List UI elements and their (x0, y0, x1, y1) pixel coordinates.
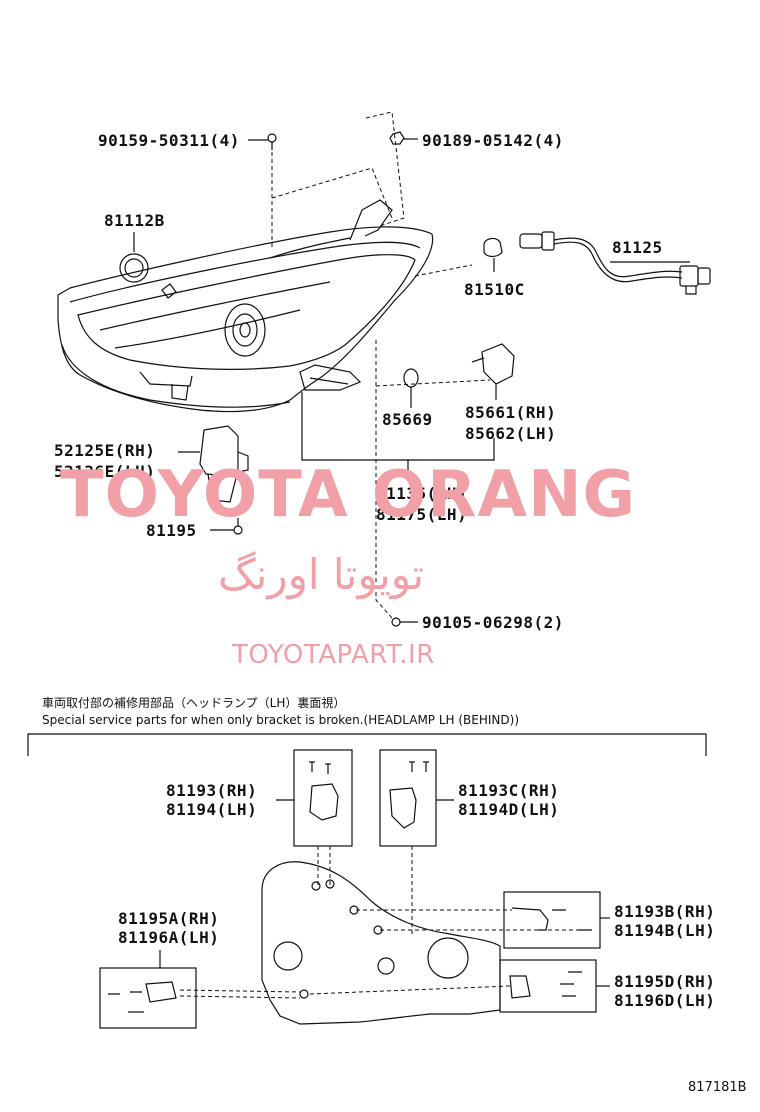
screw-icon (391, 617, 418, 627)
bracket-kit-box (276, 749, 353, 847)
bracket-kit-box (379, 749, 454, 847)
part-label-81196a: 81196A(LH) (118, 928, 220, 947)
part-label-81196d: 81196D(LH) (614, 991, 716, 1010)
leveling-actuator-icon (471, 343, 515, 400)
part-label-81194: 81194(LH) (166, 800, 258, 819)
part-label-85662: 85662(LH) (465, 424, 557, 443)
part-label-85661: 85661(RH) (465, 403, 557, 422)
service-note-en: Special service parts for when only brac… (42, 713, 520, 727)
part-label-81193b: 81193B(RH) (614, 902, 716, 921)
headlamp-assembly (57, 199, 434, 413)
headlamp-rear-housing (261, 861, 501, 1025)
watermark-farsi: تویوتا اورنگ (218, 550, 425, 599)
part-label-52125e: 52125E(RH) (54, 441, 156, 460)
part-label-81125: 81125 (612, 238, 663, 257)
screw-icon (210, 518, 243, 535)
part-label-90159: 90159-50311(4) (98, 131, 240, 150)
part-label-81135: 81135(RH) (376, 484, 468, 503)
bracket-kit-box (99, 950, 197, 1029)
part-label-85669: 85669 (382, 410, 433, 429)
bracket-kit-box (499, 959, 610, 1013)
bracket-icon (178, 425, 249, 503)
part-label-81193c: 81193C(RH) (458, 781, 560, 800)
wire-harness-icon (519, 231, 711, 295)
part-label-81193: 81193(RH) (166, 781, 258, 800)
part-label-81195: 81195 (146, 521, 197, 540)
part-label-81194b: 81194B(LH) (614, 921, 716, 940)
watermark-brand: TOYOTA ORANG (60, 458, 637, 532)
part-label-81195a: 81195A(RH) (118, 909, 220, 928)
bolt-icon (248, 133, 277, 150)
nut-icon (389, 131, 418, 145)
part-label-52126e: 52126E(LH) (54, 462, 156, 481)
part-label-90189: 90189-05142(4) (422, 131, 564, 150)
bracket-kit-box (503, 891, 610, 949)
bulb-icon (483, 237, 503, 272)
watermark-site: TOYOTAPART.IR (232, 640, 435, 670)
part-label-90105: 90105-06298(2) (422, 613, 564, 632)
cap-icon (119, 232, 149, 283)
part-label-81510c: 81510C (464, 280, 525, 299)
part-label-81175: 81175(LH) (376, 505, 468, 524)
part-label-81195d: 81195D(RH) (614, 972, 716, 991)
oring-icon (403, 368, 419, 408)
part-label-81112b: 81112B (104, 211, 165, 230)
figure-id: 817181B (688, 1080, 747, 1095)
service-note-jp: 車両取付部の補修用部品（ヘッドランプ（LH）裏面視） (42, 696, 346, 710)
part-label-81194d: 81194D(LH) (458, 800, 560, 819)
